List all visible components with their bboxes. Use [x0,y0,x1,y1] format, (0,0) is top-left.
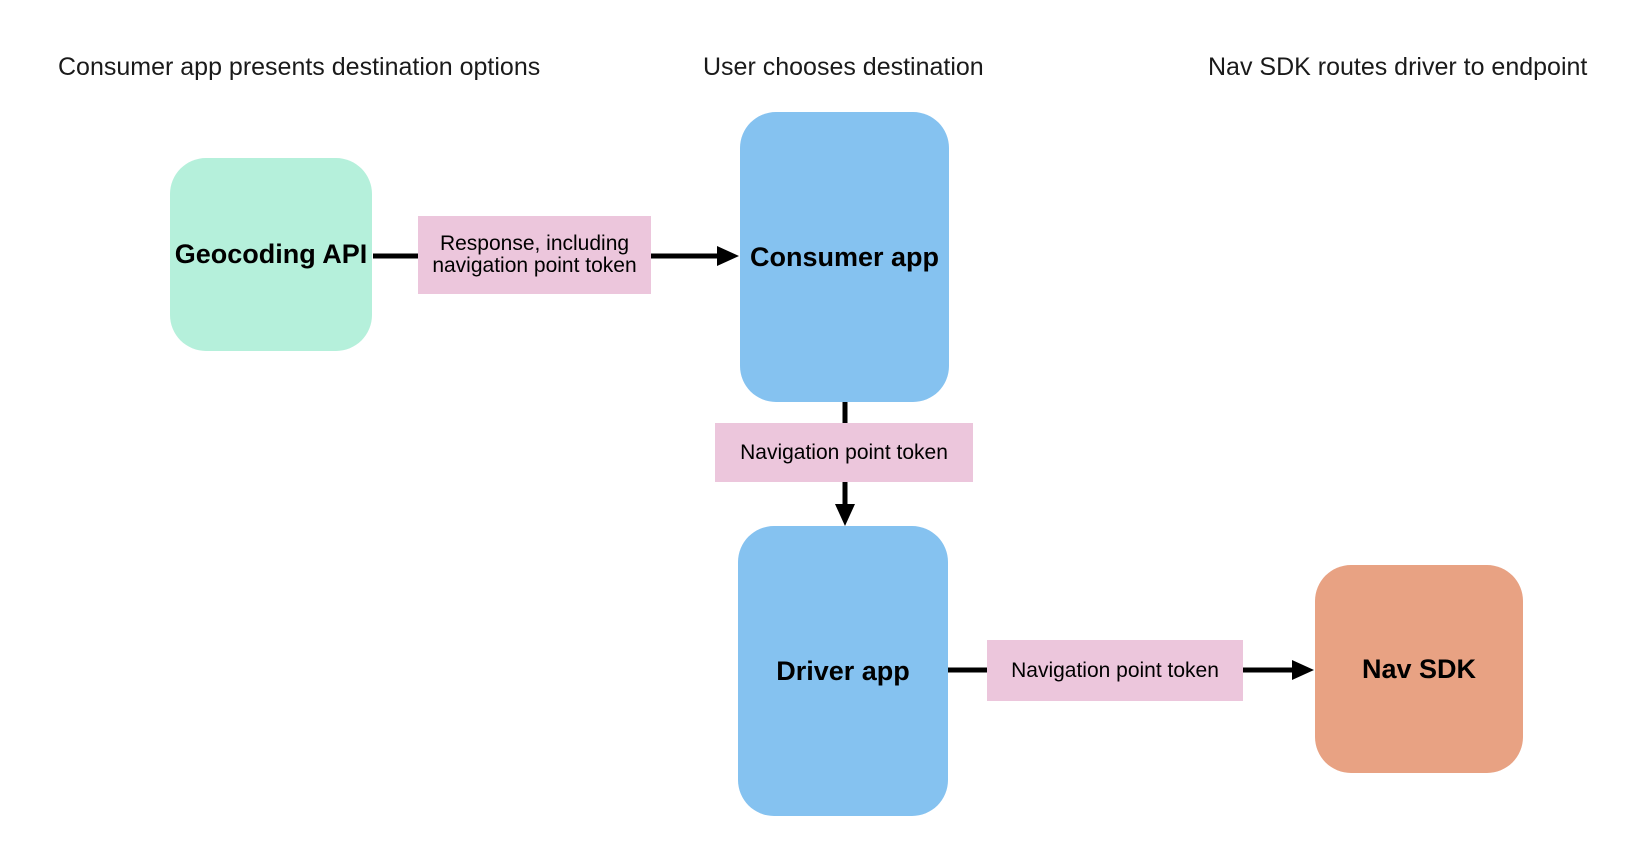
step-heading-2: User chooses destination [703,53,984,81]
step-heading-3: Nav SDK routes driver to endpoint [1208,53,1588,81]
edge-label-navigation-point-token-1: Navigation point token [715,423,973,482]
node-driver-app: Driver app [738,526,948,816]
node-consumer-app: Consumer app [740,112,949,402]
node-consumer-app-label: Consumer app [749,241,940,272]
node-nav-sdk: Nav SDK [1315,565,1523,773]
node-driver-app-label: Driver app [776,655,910,686]
node-nav-sdk-label: Nav SDK [1361,653,1477,684]
step-heading-1: Consumer app presents destination option… [58,53,541,81]
node-geocoding-api-label: Geocoding API [174,239,368,269]
node-geocoding-api: Geocoding API [170,158,372,351]
edge-label-navigation-point-token-2: Navigation point token [987,640,1243,701]
edge-label-response-token: Response, including navigation point tok… [418,216,651,294]
